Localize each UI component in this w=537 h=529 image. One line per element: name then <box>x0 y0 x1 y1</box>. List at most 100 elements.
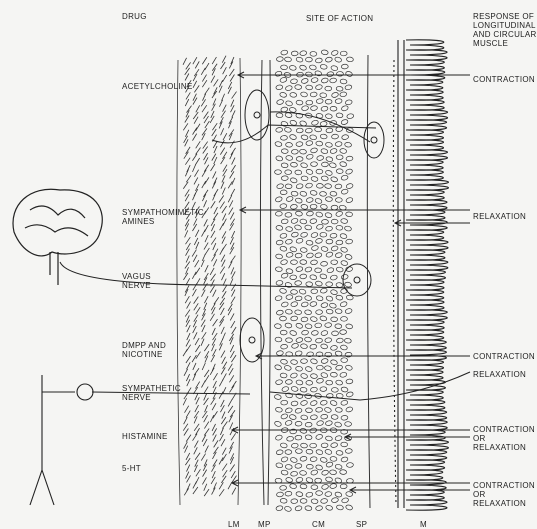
cm-cell <box>321 302 329 308</box>
brain-gyrus <box>25 225 88 236</box>
cm-cell <box>281 470 289 476</box>
lm-fibre <box>221 327 224 334</box>
cm-cell <box>340 301 348 308</box>
lm-fibre <box>231 243 234 250</box>
cm-cell <box>316 98 323 104</box>
lm-fibre <box>196 352 201 359</box>
cm-cell <box>289 65 297 71</box>
cm-cell <box>275 196 283 203</box>
cm-cell <box>345 84 353 90</box>
cm-cell <box>336 225 343 230</box>
lm-fibre <box>210 415 213 422</box>
cm-cell <box>280 65 287 70</box>
cm-cell <box>320 204 328 210</box>
lm-fibre <box>232 381 237 388</box>
lm-fibre <box>213 193 216 200</box>
lm-fibre <box>186 362 190 369</box>
lm-fibre <box>211 303 215 310</box>
cm-cell <box>325 170 333 177</box>
lm-fibre <box>220 308 224 315</box>
cm-cell <box>276 240 283 245</box>
cm-cell <box>310 260 317 266</box>
cm-cell <box>315 323 322 328</box>
lm-fibre <box>185 73 189 80</box>
cm-cell <box>300 247 307 253</box>
cm-cell <box>315 505 323 511</box>
lm-fibre <box>211 231 215 238</box>
cm-cell <box>300 415 308 421</box>
lm-fibre <box>201 339 204 346</box>
lm-fibre <box>195 61 199 68</box>
cm-cell <box>326 128 333 133</box>
cm-cell <box>280 135 287 140</box>
lm-inner-edge <box>238 58 241 505</box>
cm-cell <box>330 359 338 366</box>
cm-cell <box>346 183 354 189</box>
cm-cell <box>341 189 349 195</box>
cm-cell <box>320 64 328 70</box>
lm-fibre <box>205 157 209 164</box>
cm-cell <box>340 470 347 475</box>
lm-fibre <box>195 393 198 400</box>
lm-fibre <box>232 327 236 334</box>
mucosa-fold <box>406 160 443 170</box>
lm-fibre <box>193 255 197 262</box>
cm-cell <box>315 464 323 471</box>
mucosa-fold <box>406 100 444 110</box>
cm-cell <box>345 71 353 78</box>
cm-cell <box>281 301 289 307</box>
cm-cell <box>295 197 303 203</box>
lm-fibre <box>222 412 225 419</box>
cm-cell <box>306 100 313 105</box>
cm-cell <box>281 163 288 169</box>
lm-fibre <box>202 170 206 177</box>
cm-cell <box>310 456 317 462</box>
mucosa-fold <box>406 170 443 180</box>
cm-cell <box>341 415 348 420</box>
cm-cell <box>334 56 342 63</box>
mucosa-fold <box>406 150 447 160</box>
cm-cell <box>321 50 328 56</box>
vagus-nerve-line <box>60 262 352 288</box>
cm-cell <box>276 99 284 105</box>
lm-fibre <box>187 302 191 309</box>
cm-cell <box>335 464 343 470</box>
cm-cell <box>320 498 327 504</box>
lm-fibre <box>192 193 195 200</box>
mucosa-fold <box>406 370 443 380</box>
lm-fibre <box>228 364 232 371</box>
cm-cell <box>329 162 337 168</box>
lm-fibre <box>195 428 199 435</box>
cm-cell <box>316 223 324 230</box>
cm-cell <box>281 456 289 463</box>
mucosa-fold <box>406 330 444 340</box>
cm-cell <box>330 65 338 71</box>
lm-fibre <box>193 487 198 494</box>
mucosa-fold <box>406 230 444 240</box>
cm-cell <box>295 435 302 440</box>
cm-cell <box>305 394 312 399</box>
lm-fibre <box>194 368 199 375</box>
lm-fibre <box>221 351 225 358</box>
cm-cell <box>341 175 349 181</box>
cm-cell <box>280 330 287 335</box>
lm-fibre <box>203 439 207 446</box>
cm-cell <box>340 372 348 378</box>
cm-cell <box>285 420 293 426</box>
cm-cell <box>325 420 333 426</box>
cm-cell <box>336 504 344 510</box>
cm-cell <box>305 434 312 440</box>
cm-cell <box>276 113 283 118</box>
response-sympathetic-nerve: RELAXATION <box>473 370 526 379</box>
cm-cell <box>315 198 323 205</box>
cm-cell <box>345 168 353 175</box>
cm-cell <box>281 176 288 181</box>
cm-cell <box>330 191 337 196</box>
drug-vagus-nerve: VAGUS NERVE <box>122 272 151 290</box>
lm-fibre <box>194 170 198 177</box>
lm-fibre <box>202 325 205 332</box>
lm-fibre <box>194 85 199 92</box>
lm-fibre <box>204 177 208 184</box>
lm-fibre <box>194 315 198 322</box>
cm-cell <box>306 464 313 469</box>
